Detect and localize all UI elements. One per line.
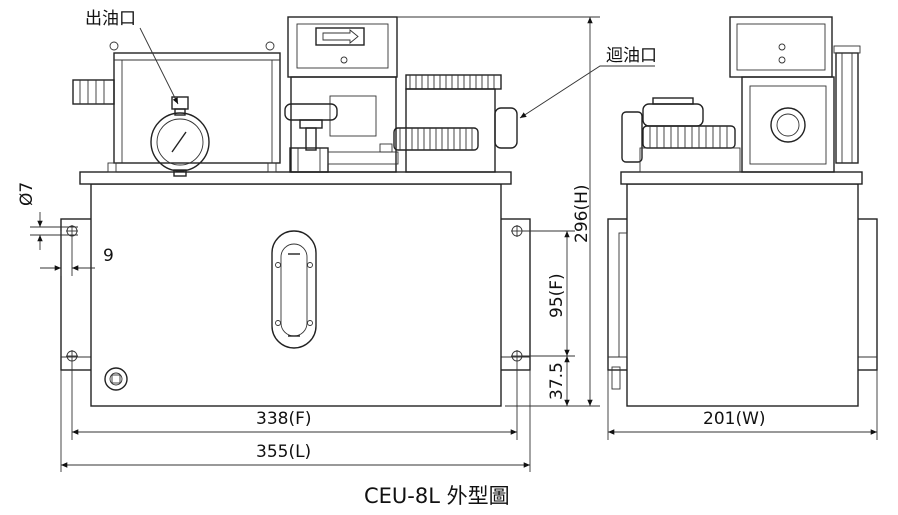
- pump-frame: [113, 52, 281, 164]
- front-view: [60, 16, 531, 407]
- dim-hole-offset: 9: [103, 246, 114, 266]
- return-port-label: 迴油口: [606, 46, 657, 66]
- dim-tank-pitch: 338(F): [256, 409, 312, 429]
- oil-tank: [90, 183, 502, 407]
- cable-gland-icon: [72, 79, 115, 105]
- dim-hole-dia: Ø7: [17, 182, 37, 206]
- dim-foot-bottom: 37.5: [547, 362, 567, 400]
- oil-level-gauge: [271, 230, 317, 349]
- drain-plug-icon: [104, 367, 128, 391]
- filler-cap-icon: [379, 74, 518, 173]
- side-motor-box: [729, 16, 833, 78]
- drawing-caption: CEU-8L 外型圖: [364, 484, 510, 508]
- tank-lid: [79, 171, 512, 185]
- dim-foot-pitch: 95(F): [547, 273, 567, 318]
- dim-width: 201(W): [703, 409, 766, 429]
- direction-arrow-icon: [315, 27, 365, 46]
- side-tank: [626, 183, 859, 407]
- side-view: [607, 16, 878, 407]
- side-tank-lid: [620, 171, 863, 185]
- valve-knob-icon: [284, 103, 338, 173]
- dim-height: 296(H): [572, 185, 592, 244]
- dim-length: 355(L): [256, 442, 311, 462]
- outlet-label: 出油口: [85, 9, 136, 29]
- dimension-lines: [30, 16, 878, 472]
- pressure-gauge-icon: [150, 96, 210, 177]
